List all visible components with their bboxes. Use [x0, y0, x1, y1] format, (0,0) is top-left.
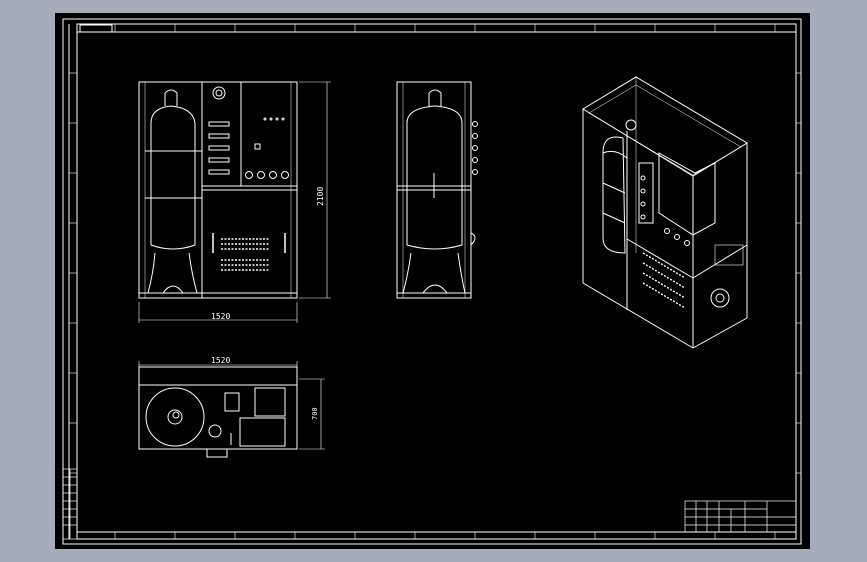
border-grid-ticks [69, 24, 801, 539]
side-valves [470, 121, 478, 246]
front-width-dimension: 1520 [211, 312, 230, 321]
control-panel-lower-vents [212, 233, 286, 271]
iso-cylinder [602, 119, 637, 254]
revision-table [62, 468, 78, 540]
control-panel-upper [202, 82, 297, 191]
front-height-dimension: 2100 [316, 187, 325, 206]
gas-cylinder-side [402, 89, 466, 294]
isometric-view[interactable] [582, 76, 748, 349]
iso-panel [638, 152, 744, 309]
drawing-number-box [79, 24, 113, 33]
gas-cylinder-front [145, 89, 202, 294]
top-width-dimension: 1520 [211, 356, 230, 365]
drawing-frame [62, 18, 802, 545]
top-dimension-lines [138, 361, 325, 450]
front-view[interactable] [138, 81, 331, 323]
side-view[interactable] [396, 81, 478, 299]
cad-drawing-canvas[interactable]: 1520 2100 [55, 13, 810, 549]
title-block [684, 500, 797, 533]
top-depth-dimension: 700 [311, 407, 319, 420]
cad-model-space[interactable]: 1520 2100 [55, 13, 810, 549]
top-view[interactable] [138, 361, 325, 458]
front-dimension-lines [138, 81, 331, 323]
